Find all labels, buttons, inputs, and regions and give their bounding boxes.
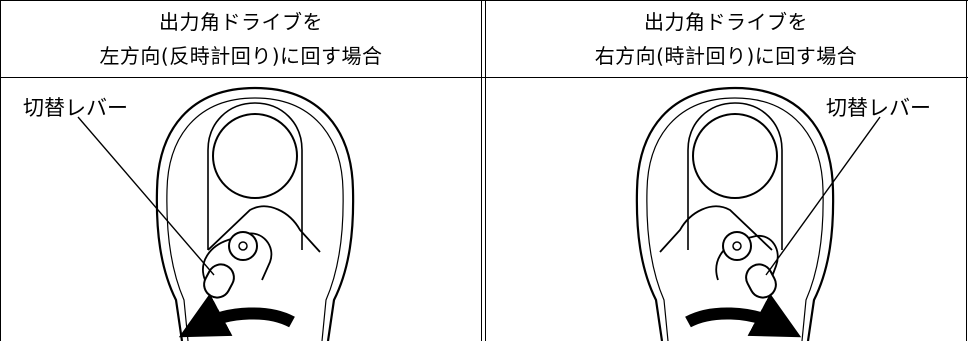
left-column-heading: 出力角ドライブを 左方向(反時計回り)に回す場合: [1, 2, 481, 76]
left-lever-plate: [207, 205, 321, 253]
right-pivot-screw: [722, 231, 752, 261]
right-rotation-arrow: [685, 293, 802, 338]
table-top-border: [0, 0, 968, 1]
left-drive-circle: [212, 113, 298, 199]
right-heading-line2: 右方向(時計回り)に回す場合: [594, 44, 858, 68]
right-heading-line1: 出力角ドライブを: [644, 10, 808, 34]
right-leader-line: [765, 116, 881, 276]
left-leader-line: [77, 116, 215, 276]
right-wrench-head-inner: [646, 97, 824, 341]
right-lever-body: [715, 235, 779, 283]
right-pocket-outline: [687, 102, 783, 250]
right-column-heading: 出力角ドライブを 右方向(時計回り)に回す場合: [486, 2, 966, 76]
left-heading-line1: 出力角ドライブを: [159, 10, 323, 34]
right-lever-knob: [745, 263, 777, 299]
column-divider-a: [481, 0, 482, 341]
left-wrench-head-inner: [166, 97, 344, 341]
left-heading-line2: 左方向(反時計回り)に回す場合: [99, 44, 383, 68]
left-rotation-arrow: [178, 293, 295, 338]
left-pocket-outline: [207, 102, 303, 250]
right-lever-label: 切替レバー: [826, 96, 931, 120]
left-lever-label: 切替レバー: [23, 96, 128, 120]
left-wrench-head-outline: [155, 86, 355, 341]
table-right-border: [966, 0, 967, 341]
left-pivot-screw: [228, 231, 258, 261]
column-divider-b: [485, 0, 486, 341]
right-drive-circle: [692, 113, 778, 199]
header-divider: [0, 77, 968, 78]
table-left-border: [0, 0, 1, 341]
right-wrench-head-outline: [635, 86, 835, 341]
right-lever-plate: [659, 205, 773, 253]
